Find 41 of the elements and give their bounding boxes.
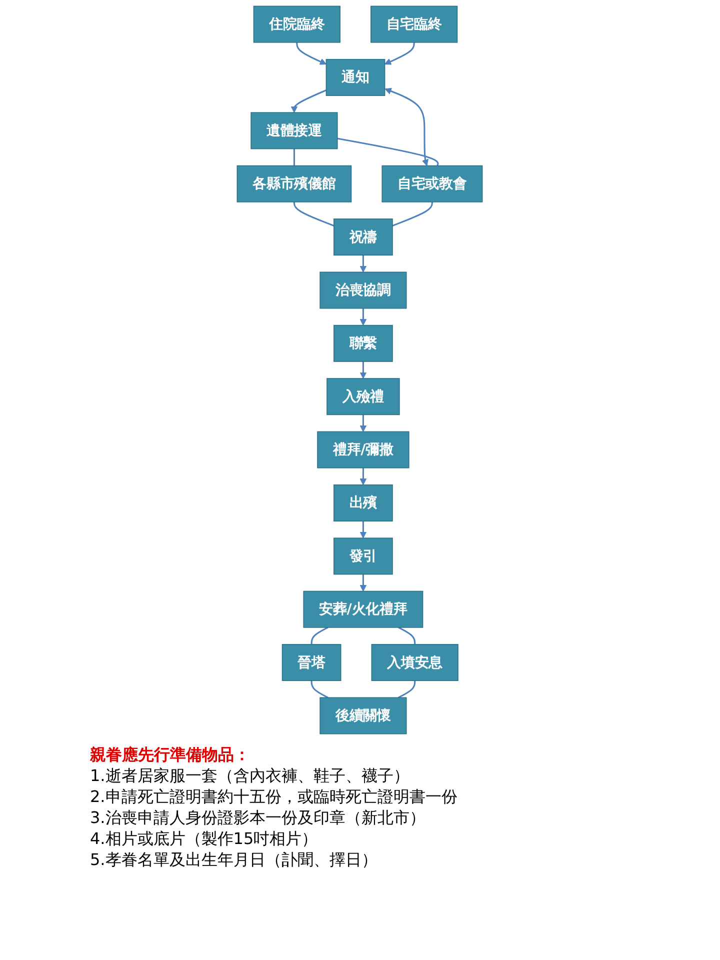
node-box: 遺體接運	[250, 112, 338, 150]
connector	[338, 138, 439, 166]
arrow	[360, 255, 367, 272]
note-item: 4.相片或底片（製作15吋相片）	[90, 828, 319, 849]
node-box: 住院臨終	[254, 6, 341, 43]
arrow	[385, 88, 429, 166]
connector	[392, 202, 434, 226]
node-box: 聯繫	[334, 324, 394, 362]
arrow	[384, 42, 416, 65]
arrow	[296, 42, 327, 65]
arrow	[360, 521, 367, 538]
note-item: 3.治喪申請人身份證影本一份及印章（新北市）	[90, 807, 426, 828]
node-box: 入殮禮	[326, 378, 400, 416]
node-box: 自宅臨終	[370, 6, 458, 43]
note-item: 2.申請死亡證明書約十五份，或臨時死亡證明書一份	[90, 786, 458, 807]
node-box: 通知	[326, 58, 386, 96]
arrow	[360, 362, 367, 379]
arrow	[360, 414, 367, 432]
connector	[398, 680, 416, 698]
note-item: 5.孝眷名單及出生年月日（訃聞、擇日）	[90, 849, 378, 870]
arrow	[360, 574, 367, 592]
node-box: 發引	[334, 538, 394, 575]
connector	[398, 626, 416, 644]
node-box: 安葬/火化禮拜	[304, 590, 424, 628]
node-box: 晉塔	[282, 644, 342, 682]
arrow	[360, 468, 367, 486]
connector	[294, 202, 334, 226]
note-heading: 親眷應先行準備物品：	[90, 744, 251, 765]
node-box: 治喪協調	[320, 272, 407, 309]
node-box: 各縣市殯儀館	[237, 165, 352, 202]
node-box: 禮拜/彌撒	[317, 431, 410, 468]
node-box: 入墳安息	[372, 644, 459, 682]
node-box: 出殯	[334, 484, 394, 522]
connector	[294, 148, 296, 166]
node-box: 自宅或教會	[382, 165, 483, 202]
arrow	[291, 89, 327, 113]
node-box: 後續關懷	[320, 697, 407, 734]
arrow	[360, 308, 367, 326]
connector	[311, 626, 329, 644]
connector	[311, 680, 329, 698]
note-item: 1.逝者居家服一套（含內衣褲、鞋子、襪子）	[90, 765, 410, 786]
